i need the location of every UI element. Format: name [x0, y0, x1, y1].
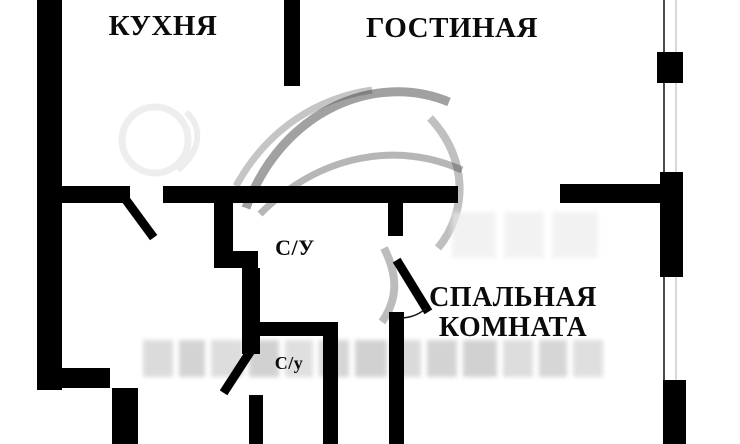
walls [37, 0, 686, 444]
room-label-kitchen: КУХНЯ [108, 10, 218, 42]
watermark-arc [257, 151, 464, 217]
wall-bathroom-left-lower [242, 268, 260, 354]
bedroom-door-leaf [392, 257, 433, 315]
room-label-bedroom-line2: КОМНАТА [438, 312, 588, 344]
wall-wc-left-lower [249, 395, 263, 444]
watermark-circle [118, 103, 192, 177]
watermark-block [285, 340, 313, 377]
wall-bedroom-door-stub [388, 203, 403, 236]
room-label-living-room: ГОСТИНАЯ [366, 12, 538, 44]
watermark-graphic [118, 86, 603, 411]
wc-door-leaf [219, 345, 257, 396]
watermark-block [552, 212, 598, 258]
wall-hall-top-left [62, 186, 130, 203]
doors [119, 193, 433, 396]
watermark-block [539, 340, 567, 377]
watermark-squiggle [176, 109, 201, 173]
kitchen-door-leaf [119, 193, 158, 241]
wall-bedroom-top-right [560, 184, 660, 203]
watermark-big-letters-band [143, 340, 603, 377]
watermark-block [355, 340, 387, 377]
watermark-arc [427, 115, 464, 251]
watermark-block [143, 340, 173, 377]
wall-bedroom-left [389, 312, 404, 444]
wall-hall-top-main [163, 186, 458, 203]
wall-wc-top [248, 322, 338, 336]
watermark-block [463, 340, 497, 377]
watermark-block [573, 340, 603, 377]
watermark-arc [241, 87, 451, 210]
bedroom-door-swing-arc [401, 307, 427, 319]
wall-left-outer [37, 0, 62, 390]
room-label-bathroom: С/У [275, 235, 315, 260]
room-label-bedroom: СПАЛЬНАЯ КОМНАТА [412, 282, 614, 344]
wall-bathroom-jog [233, 251, 258, 268]
watermark-block [504, 212, 544, 258]
watermark-block [503, 340, 533, 377]
watermark-arc [378, 246, 399, 325]
room-label-wc: С/у [274, 353, 304, 373]
wall-bathroom-left-upper [214, 203, 233, 268]
wall-wc-right [323, 322, 338, 444]
wall-kitchen-living-divider [284, 0, 300, 86]
room-label-bedroom-line1: СПАЛЬНАЯ [429, 282, 597, 313]
watermark-block [179, 340, 205, 377]
watermark-block [427, 340, 457, 377]
wall-right-window-pier [657, 52, 683, 83]
watermark-arc [232, 86, 373, 188]
watermark-block [452, 212, 496, 258]
wall-right-bottom [663, 380, 686, 444]
watermark-faint-letters-upper [452, 212, 598, 258]
wall-bottom-left-horizontal [37, 368, 110, 388]
wall-right-middle [660, 172, 683, 277]
wall-bottom-left-vertical [112, 388, 138, 444]
